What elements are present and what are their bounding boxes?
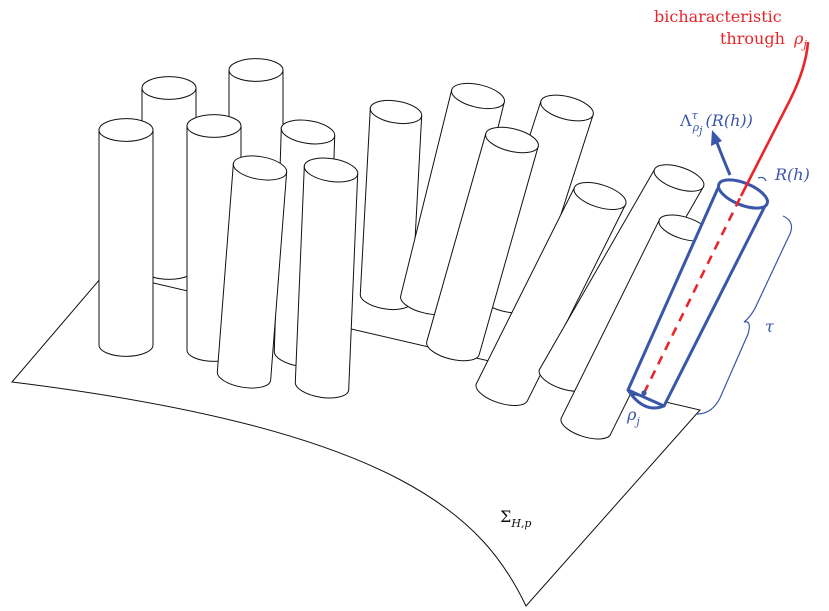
cylinder bbox=[426, 126, 539, 362]
cylinder-top bbox=[451, 82, 505, 110]
cylinder-top bbox=[369, 99, 423, 125]
bicharacteristic-solid bbox=[739, 41, 810, 197]
label-rho-j: ρj bbox=[626, 405, 640, 428]
cylinder-top bbox=[228, 58, 284, 82]
cylinder-top bbox=[186, 114, 242, 138]
label-sigma: ΣH,p bbox=[500, 507, 531, 530]
label-through: through ρj bbox=[720, 29, 807, 51]
rho-point bbox=[641, 390, 647, 396]
cylinder-top bbox=[141, 76, 197, 100]
cylinder bbox=[359, 99, 423, 310]
cylinder bbox=[216, 155, 288, 389]
cylinder-body bbox=[475, 187, 627, 406]
tau-brace bbox=[696, 215, 793, 415]
cylinder-top bbox=[540, 94, 594, 122]
cylinder-body bbox=[426, 133, 539, 362]
cylinder-top bbox=[232, 155, 288, 181]
blue-tube-body bbox=[626, 187, 770, 408]
cylinder-body bbox=[216, 162, 288, 389]
label-radius: R(h) bbox=[774, 165, 810, 184]
cylinder-top bbox=[280, 119, 336, 145]
label-tau: τ bbox=[765, 317, 775, 336]
cylinder-body bbox=[98, 129, 154, 357]
cylinder-top bbox=[98, 118, 154, 142]
cylinder-top bbox=[653, 164, 705, 192]
cylinder-body bbox=[294, 165, 359, 399]
bicharacteristic-dashed bbox=[642, 195, 743, 394]
surface-sigma bbox=[11, 271, 701, 607]
cylinder-top bbox=[573, 182, 627, 210]
label-bicharacteristic: bicharacteristic bbox=[654, 7, 782, 26]
cylinder bbox=[475, 182, 627, 406]
highlighted-tube bbox=[626, 41, 810, 415]
cylinder-top bbox=[303, 157, 359, 183]
cylinder bbox=[294, 157, 359, 399]
cylinder bbox=[98, 118, 154, 357]
cylinder-top bbox=[485, 126, 539, 154]
cylinder-body bbox=[560, 219, 710, 440]
cylinder-group bbox=[98, 58, 710, 440]
lambda-arrowhead bbox=[711, 130, 722, 146]
lambda-arrow bbox=[714, 139, 732, 176]
blue-tube-bottom-rim bbox=[626, 389, 665, 410]
radius-brace bbox=[757, 176, 767, 182]
